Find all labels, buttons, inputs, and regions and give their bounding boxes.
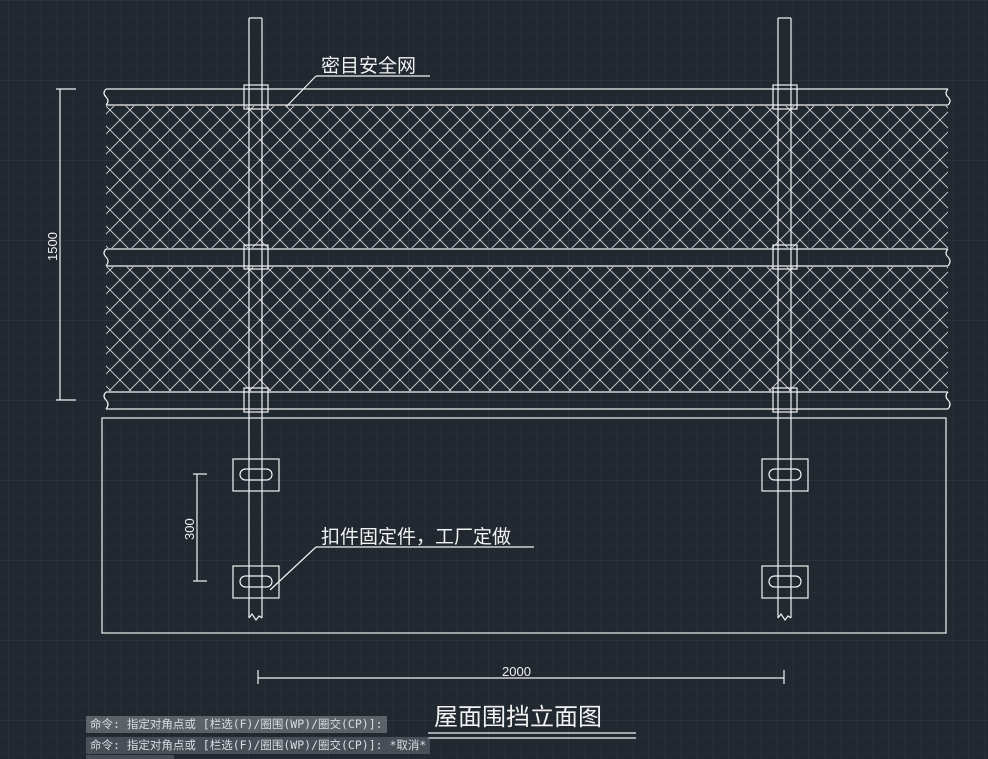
leader-net	[285, 75, 430, 108]
left-post	[248, 17, 263, 622]
dimension-300	[193, 473, 207, 582]
parapet-wall	[101, 417, 947, 634]
drawing-title: 屋面围挡立面图	[434, 703, 602, 731]
middle-rail	[103, 248, 951, 267]
leader-clamp	[269, 546, 534, 591]
annotation-net-label: 密目安全网	[321, 55, 416, 77]
right-post	[777, 17, 792, 622]
command-input[interactable]	[86, 755, 174, 759]
dimension-300-label: 300	[182, 518, 197, 540]
title-underline	[428, 732, 636, 739]
annotation-clamp-label: 扣件固定件，工厂定做	[321, 526, 511, 548]
couplers	[243, 84, 798, 413]
command-history-line-2: 命令: 指定对角点或 [栏选(F)/圈围(WP)/圈交(CP)]: *取消*	[86, 737, 431, 754]
dimension-1500-label: 1500	[45, 232, 60, 261]
dimension-2000-label: 2000	[502, 664, 531, 679]
dimension-2000	[257, 670, 785, 684]
dimension-1500	[56, 88, 76, 401]
top-rail	[103, 88, 951, 106]
clamp-plates	[232, 458, 809, 599]
bottom-rail	[103, 391, 951, 410]
command-history-line-1: 命令: 指定对角点或 [栏选(F)/圈围(WP)/圈交(CP)]:	[86, 716, 387, 733]
